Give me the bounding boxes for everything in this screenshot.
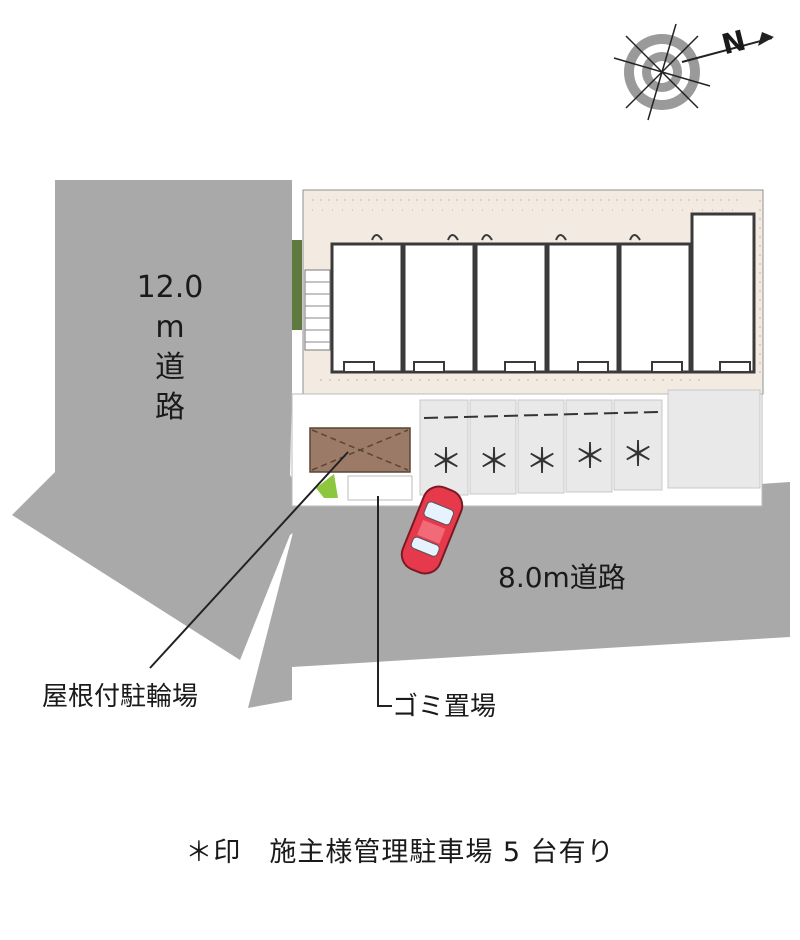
parking-marker-1: ＊ (429, 442, 463, 482)
west-road (12, 180, 320, 660)
bicycle-parking-label: 屋根付駐輪場 (42, 682, 199, 712)
hedge-strip (292, 240, 302, 330)
south-road-label: 8.0m道路 (498, 561, 626, 594)
parking-marker-3: ＊ (525, 442, 559, 482)
stairs (304, 269, 331, 351)
unit-5 (618, 242, 692, 374)
parking-marker-5: ＊ (621, 435, 655, 475)
parking-space-5 (613, 399, 663, 491)
unit-1 (330, 242, 404, 374)
bike-leader-line (149, 451, 349, 669)
parking-space-1 (419, 399, 469, 496)
parking-marker-4: ＊ (573, 437, 607, 477)
greenery (316, 474, 338, 498)
extra-space (667, 389, 761, 489)
south-road (248, 482, 790, 708)
garbage-area (347, 475, 413, 501)
parking-space-4 (565, 399, 613, 493)
garbage-leader-line (377, 496, 392, 707)
unit-6 (690, 212, 756, 374)
unit-2 (402, 242, 476, 374)
west-road-label: 12.0 m 道 路 (120, 268, 220, 428)
parking-marker-2: ＊ (477, 442, 511, 482)
unit-3 (474, 242, 548, 374)
compass-icon (613, 23, 774, 121)
west-road-width: 12.0 (136, 270, 204, 305)
building (330, 212, 756, 374)
west-road-unit: m (155, 310, 185, 345)
parking-note: ＊印 施主様管理駐車場 5 台有り (185, 837, 615, 868)
west-road-char2: 路 (155, 390, 185, 425)
car-icon (400, 485, 464, 575)
west-road-char1: 道 (155, 350, 185, 385)
unit-4 (546, 242, 620, 374)
garbage-label: ゴミ置場 (392, 692, 497, 722)
